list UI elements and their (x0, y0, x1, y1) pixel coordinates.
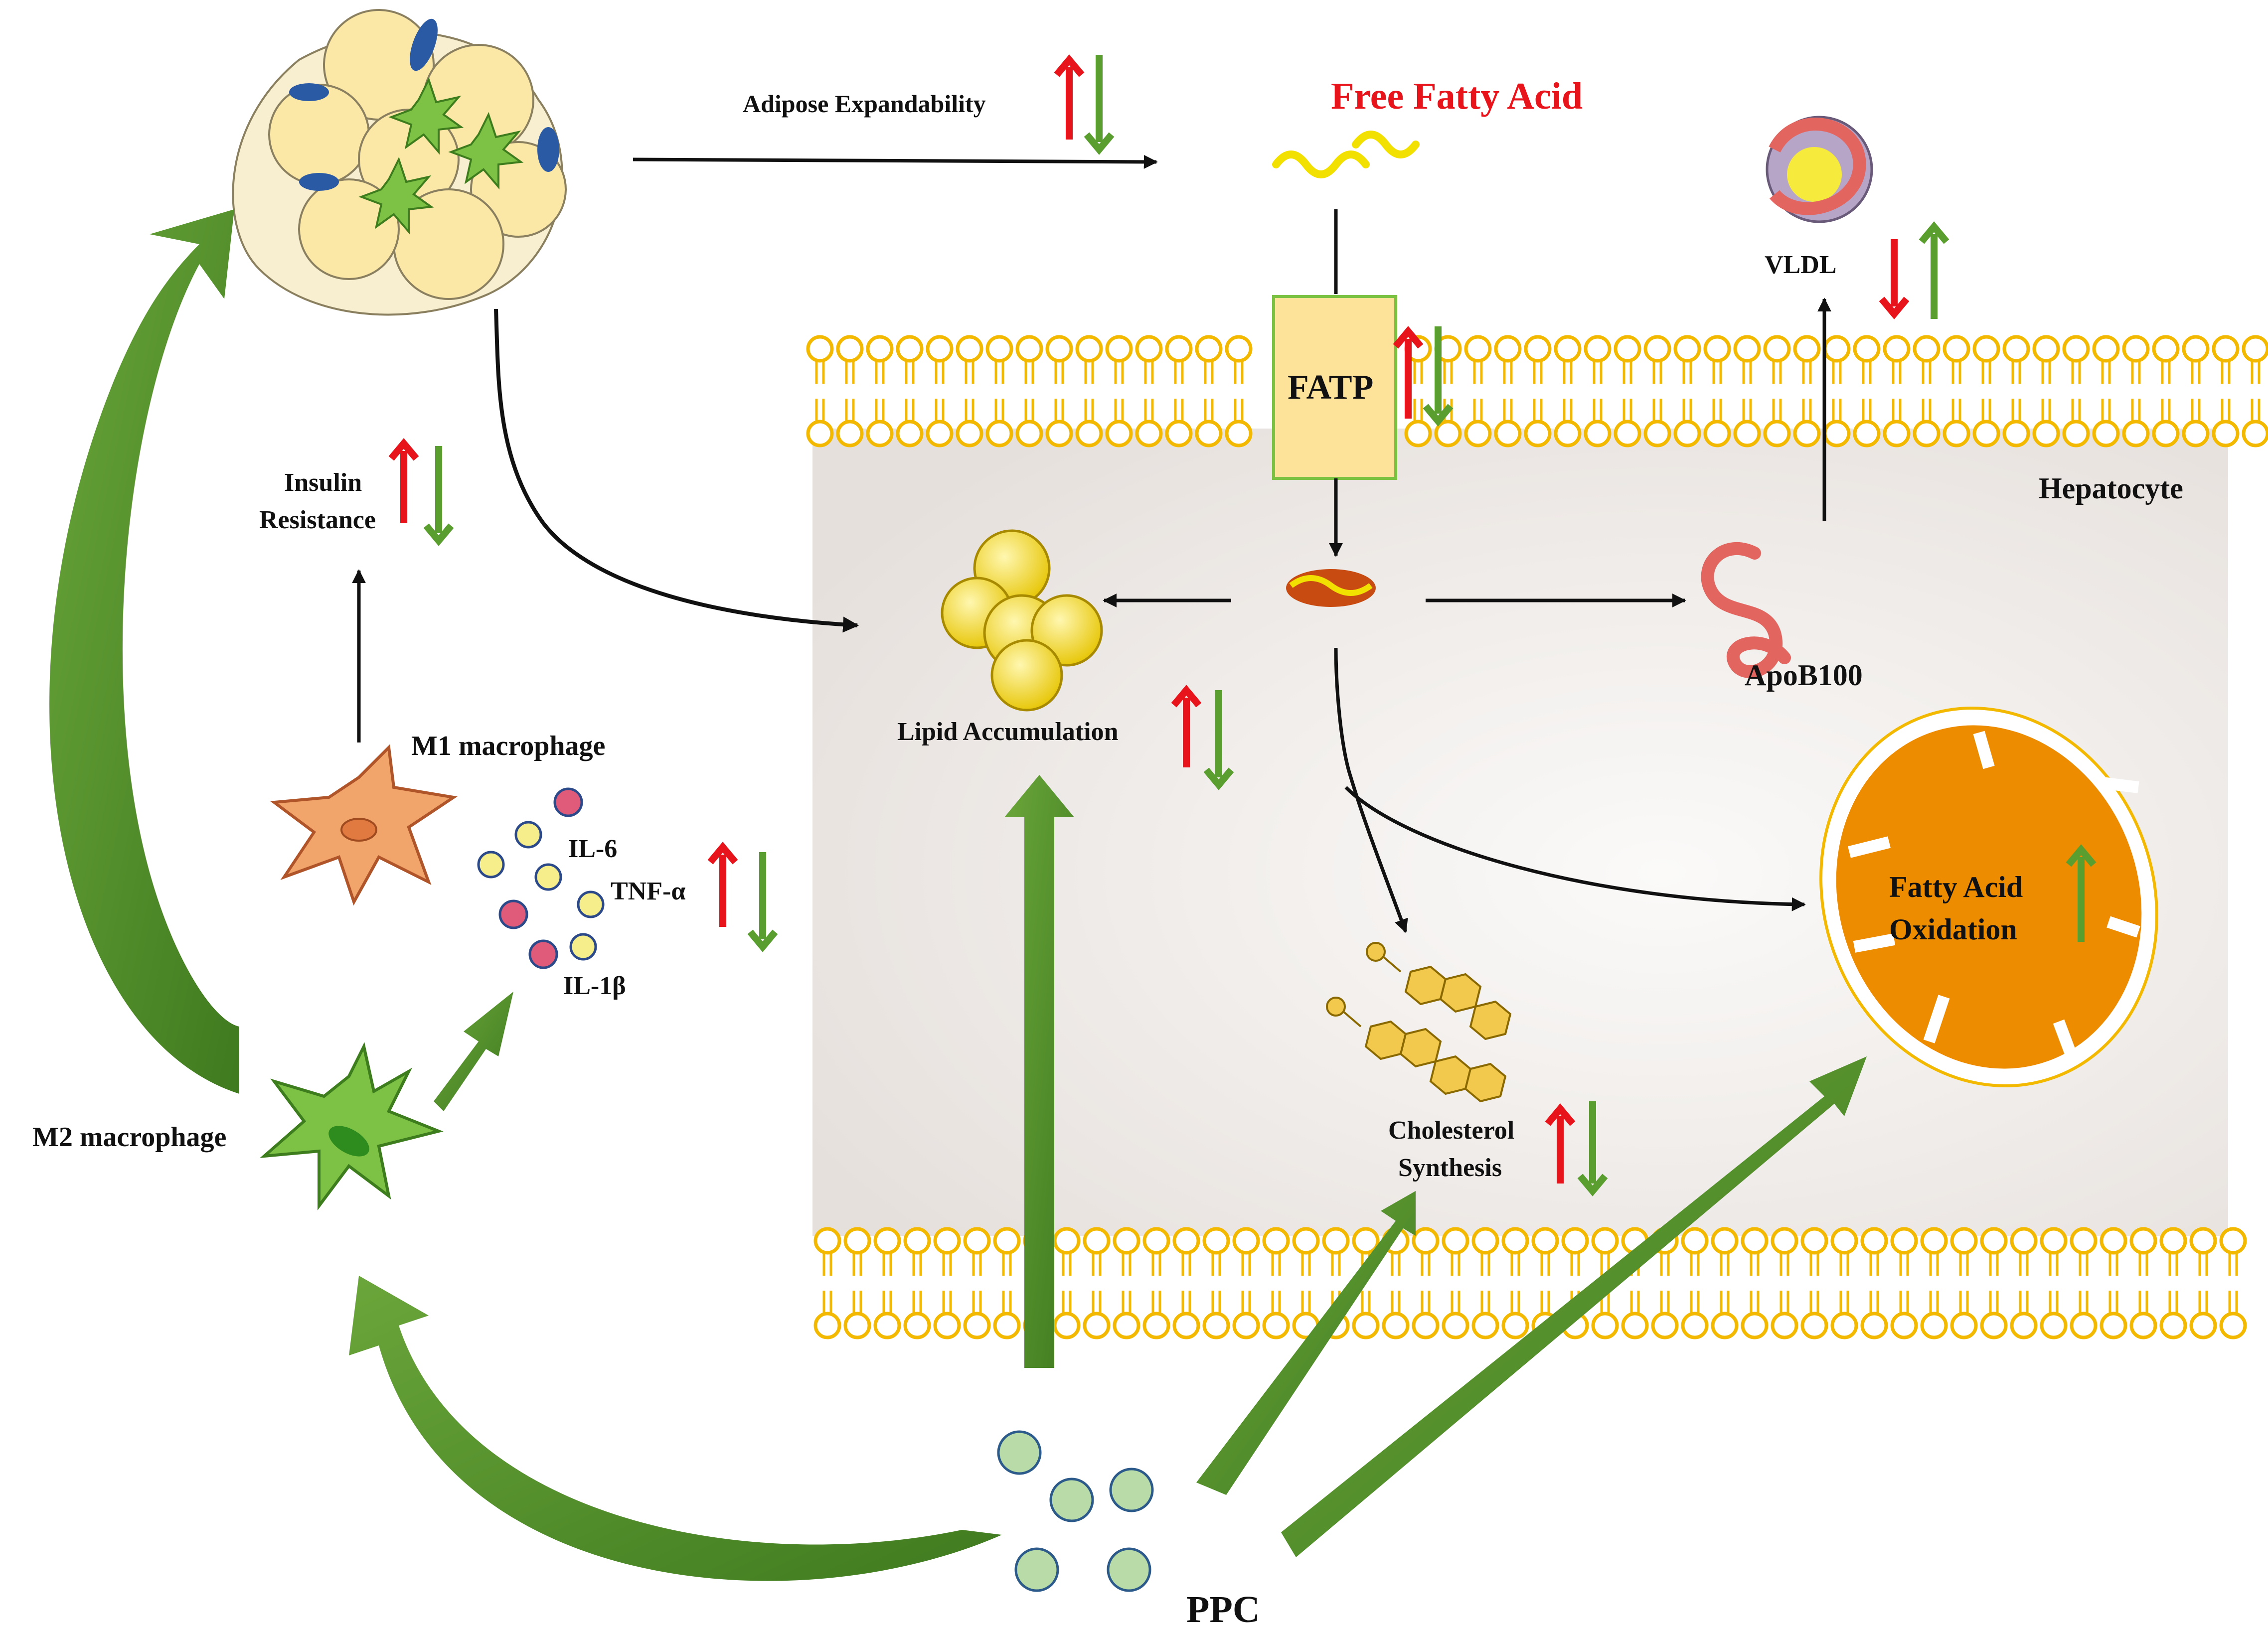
cholesterol-synthesis-label-line2: Synthesis (1398, 1154, 1502, 1182)
cholesterol-change-arrows (1545, 1101, 1608, 1196)
insulin-resistance-change-arrows (388, 438, 454, 546)
lipid-accumulation-label: Lipid Accumulation (897, 718, 1119, 746)
ppc-particles-icon (997, 1430, 1154, 1592)
free-fatty-acid-label: Free Fatty Acid (1331, 75, 1583, 117)
m2-to-adipose-arrow (49, 209, 239, 1094)
adipose-to-lipid-arrow (494, 308, 859, 633)
adipocyte-cluster-icon (232, 9, 567, 316)
intracellular-fatty-acid-icon (1286, 569, 1376, 607)
ppc-to-m2-arrow (349, 1276, 1002, 1581)
adipose-to-ffa-arrow (633, 154, 1158, 169)
fatty-acid-oxidation-label-line1: Fatty Acid (1889, 871, 2023, 903)
lipid-accumulation-change-arrows (1171, 685, 1234, 790)
fatty-acid-chain-icon (1272, 131, 1420, 178)
m2-macrophage-nucleus (328, 1126, 369, 1157)
fatty-acid-oxidation-label-line2: Oxidation (1889, 913, 2017, 946)
ppc-to-lipid-arrow (1004, 775, 1074, 1368)
il1b-label: IL-1β (563, 972, 626, 1000)
fa-to-cholesterol-arrow (1334, 647, 1408, 933)
resistance-label: Resistance (259, 506, 376, 534)
m1-macrophage-nucleus (340, 818, 377, 842)
lipid-droplet-icon (941, 529, 1103, 712)
cytokine-change-arrows (707, 842, 778, 952)
ppc-label: PPC (1186, 1589, 1260, 1629)
vldl-particle-icon (1766, 116, 1873, 223)
il6-label: IL-6 (568, 835, 617, 863)
fatp-label: FATP (1288, 368, 1373, 407)
cholesterol-synthesis-label-line1: Cholesterol (1388, 1116, 1514, 1145)
vldl-change-arrows (1879, 221, 1949, 319)
hepatocyte-label: Hepatocyte (2039, 472, 2183, 505)
cell-membrane-bottom (813, 1227, 2247, 1339)
apob100-protein-icon (1701, 542, 1791, 678)
m2-to-cytokines-arrow (434, 992, 513, 1111)
m2-macrophage-icon (260, 1042, 444, 1210)
fatp-change-arrows (1393, 326, 1454, 427)
vldl-label: VLDL (1765, 251, 1836, 279)
adipose-expandability-change-arrows (1054, 54, 1115, 155)
ppc-to-cholesterol-arrow (1196, 1191, 1416, 1495)
m2-macrophage-label: M2 macrophage (32, 1122, 226, 1153)
tnf-label: TNF-α (611, 877, 685, 905)
cytokine-dots-icon (477, 787, 605, 969)
oxidation-change-arrow (2066, 844, 2097, 942)
fa-to-oxidation-arrow (1344, 786, 1806, 911)
insulin-label: Insulin (284, 468, 362, 497)
fatp-transporter-icon (1272, 295, 1397, 480)
apob100-label: ApoB100 (1745, 659, 1863, 692)
mitochondrion-icon (1819, 707, 2158, 1087)
cell-membrane-top (806, 335, 2268, 447)
steroid-ring-icon (1326, 942, 1512, 1103)
ppc-to-oxidation-arrow (1281, 1056, 1867, 1557)
adipose-expandability-label: Adipose Expandability (743, 90, 986, 118)
m1-macrophage-label: M1 macrophage (411, 731, 605, 761)
